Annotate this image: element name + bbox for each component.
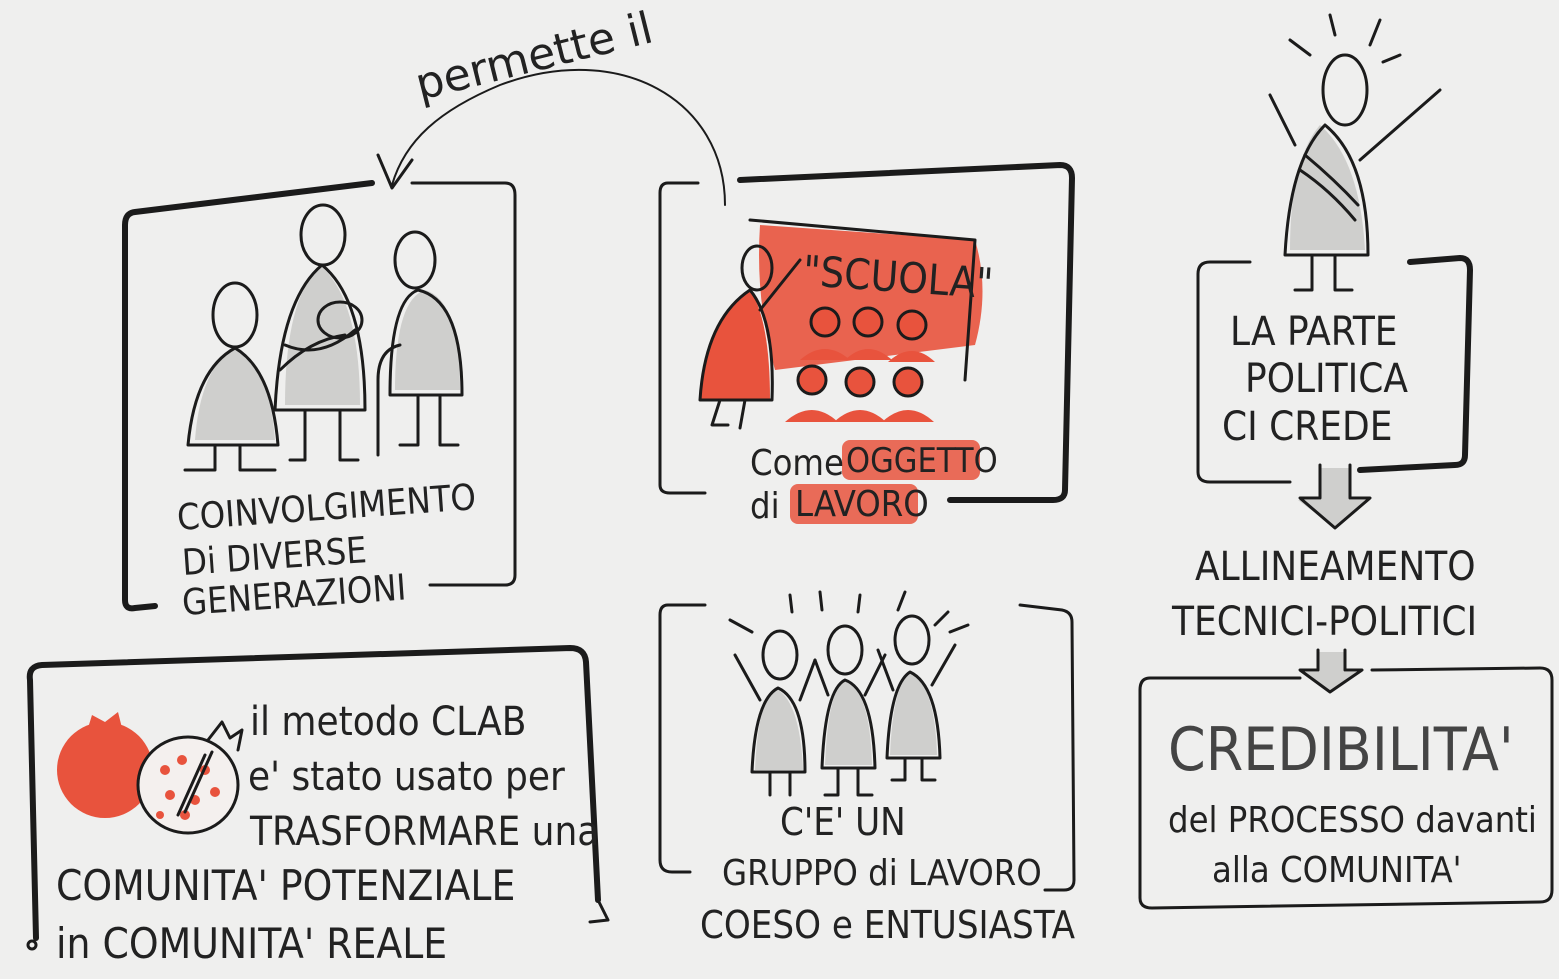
school-line1-a: Come [750, 443, 844, 484]
credibility-line1: del PROCESSO davanti [1168, 800, 1537, 841]
generations-line1: COINVOLGIMENTO [176, 477, 478, 539]
classroom-icon [698, 218, 983, 430]
group-line2: GRUPPO di LAVORO [722, 853, 1042, 894]
box-clab: il metodo CLAB e' stato usato per TRASFO… [26, 645, 610, 968]
group-line3: COESO e ENTUSIASTA [700, 903, 1076, 947]
political-line1: LA PARTE [1230, 309, 1398, 355]
pomegranate-icon [57, 712, 244, 835]
students-icon [785, 306, 935, 422]
school-line2-b: LAVORO [795, 484, 929, 525]
group-line1: C'E' UN [780, 800, 906, 844]
school-line1-b: OGGETTO [846, 441, 998, 481]
box-group: C'E' UN GRUPPO di LAVORO COESO e ENTUSIA… [658, 590, 1076, 947]
credibility-title: CREDIBILITA' [1168, 715, 1514, 785]
credibility-line2: alla COMUNITA' [1212, 850, 1462, 891]
box-political: LA PARTE POLITICA CI CREDE [1196, 13, 1473, 484]
cheering-group-icon [728, 590, 970, 797]
cheering-person-icon [1268, 13, 1442, 292]
arrow-label: permette il [410, 3, 657, 111]
political-line3: CI CREDE [1222, 404, 1393, 450]
arrow-down-icon-2 [1298, 648, 1364, 694]
alignment-line1: ALLINEAMENTO [1195, 544, 1476, 590]
clab-line1: il metodo CLAB [250, 699, 526, 745]
box-school: "SCUOLA" Come OGGETTO di LAVORO [658, 162, 1075, 527]
alignment-line2: TECNICI-POLITICI [1171, 599, 1477, 645]
permette-arrow: permette il [376, 3, 726, 206]
arrow-down-icon [1298, 463, 1372, 530]
clab-line3: TRASFORMARE una [249, 809, 599, 855]
box-credibility: CREDIBILITA' del PROCESSO davanti alla C… [1138, 666, 1554, 910]
alignment-text: ALLINEAMENTO TECNICI-POLITICI [1171, 544, 1477, 645]
box-generations: COINVOLGIMENTO Di DIVERSE GENERAZIONI [122, 180, 517, 624]
school-line2-a: di [750, 486, 780, 527]
political-line2: POLITICA [1245, 356, 1408, 402]
clab-line5: in COMUNITA' REALE [56, 919, 447, 968]
family-figures-icon [183, 203, 464, 472]
clab-line2: e' stato usato per [248, 754, 565, 800]
clab-line4: COMUNITA' POTENZIALE [56, 861, 515, 910]
